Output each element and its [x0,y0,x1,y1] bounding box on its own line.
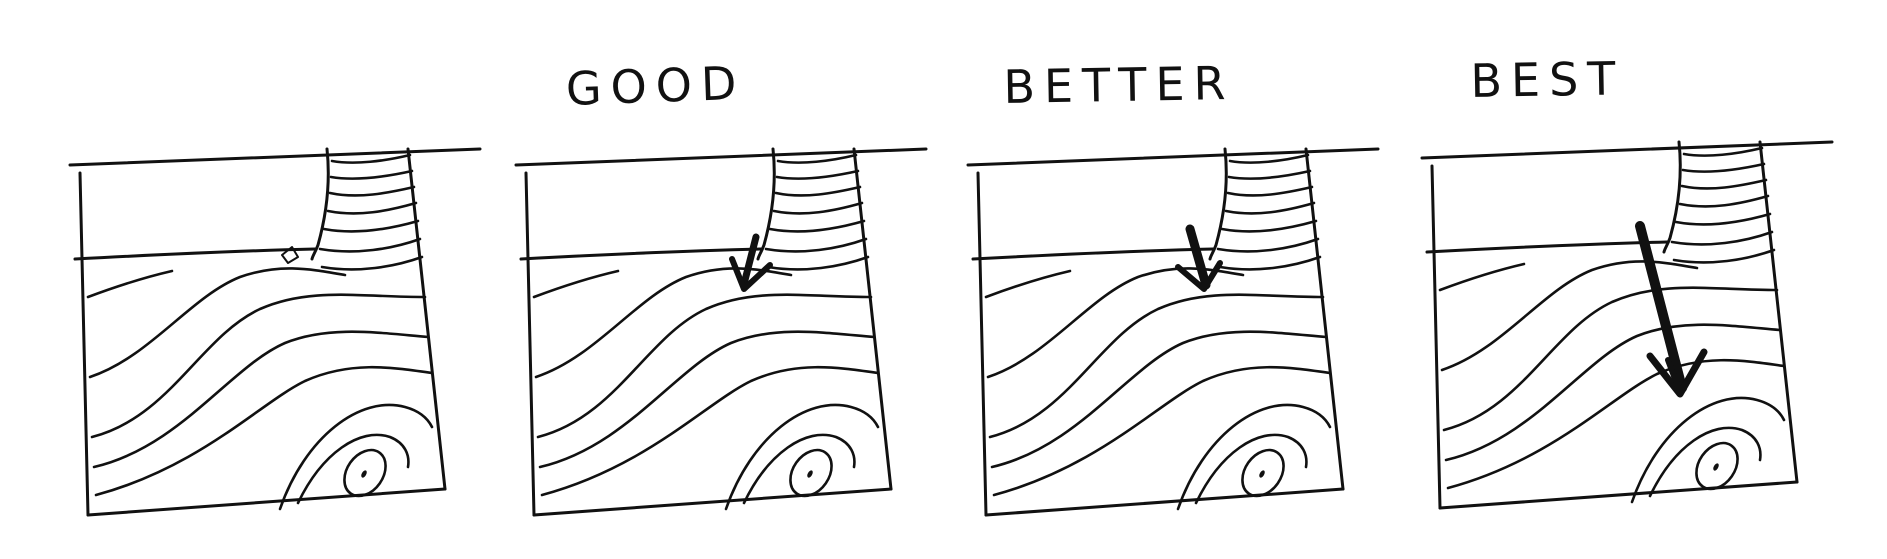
arrow-medium-icon [1175,224,1223,292]
panel-3 [966,147,1380,517]
panel-2 [514,147,928,517]
arrow-short-icon [729,233,773,292]
glue-dot [281,246,299,264]
panel-1 [68,147,482,517]
panel-4 [1420,140,1834,510]
arrow-long-icon [1635,221,1708,398]
